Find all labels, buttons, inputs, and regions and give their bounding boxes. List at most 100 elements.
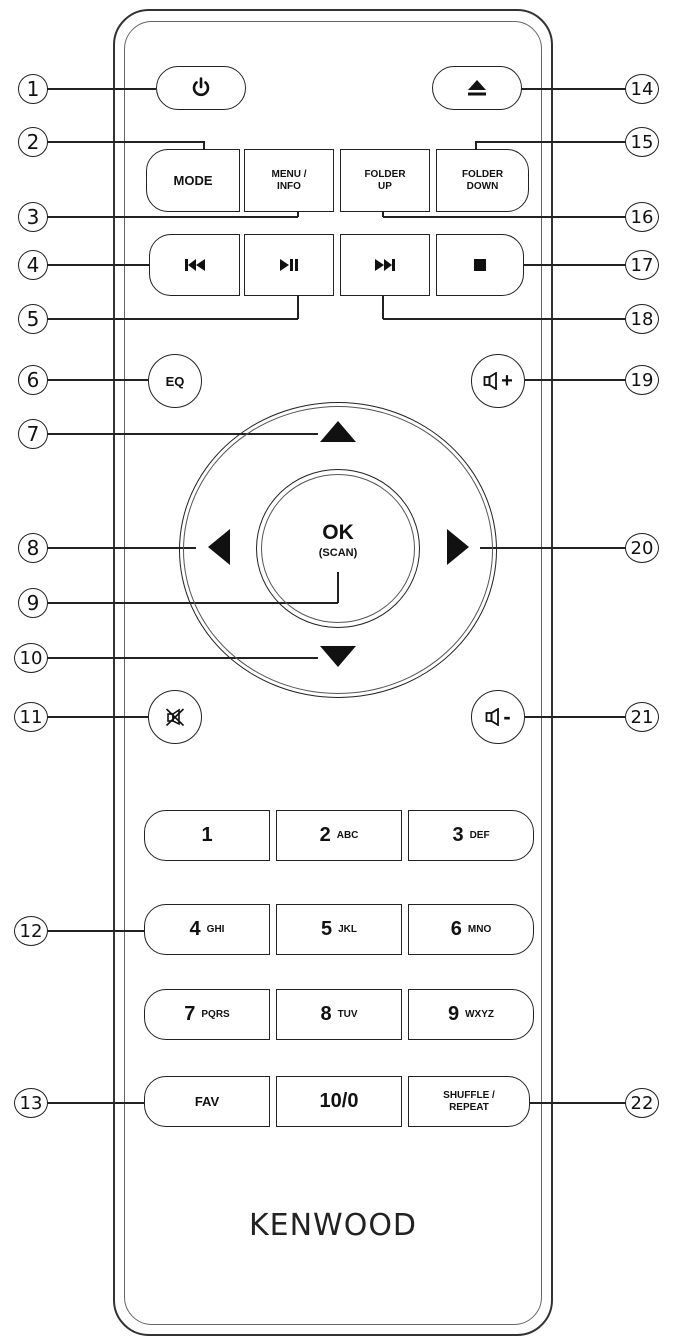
key-1-button[interactable]: 1 [144, 810, 270, 861]
key-7-digit: 7 [184, 1003, 196, 1025]
callout-line-18 [383, 318, 627, 320]
callout-line-6 [46, 379, 148, 381]
scan-label: (SCAN) [318, 547, 358, 559]
key-4-digit: 4 [189, 918, 201, 940]
callout-number: 18 [625, 304, 659, 334]
callout-line-7 [46, 433, 318, 435]
ok-scan-button-inner-ring [261, 474, 415, 623]
callout-line-14 [515, 88, 627, 90]
remote-body-inner-outline [124, 21, 542, 1325]
key-7-letters: PQRS [201, 1009, 230, 1020]
shuffle-repeat-button[interactable]: SHUFFLE / REPEAT [408, 1076, 530, 1127]
folder-up-line1: FOLDER [364, 168, 406, 180]
key-2-button[interactable]: 2 ABC [276, 810, 402, 861]
mute-icon [165, 708, 185, 727]
shuffle-repeat-line1: SHUFFLE / [443, 1089, 495, 1101]
key-9-button[interactable]: 9 WXYZ [408, 989, 534, 1040]
menu-info-button[interactable]: MENU / INFO [244, 149, 334, 212]
callout-number: 15 [625, 127, 659, 157]
previous-button[interactable] [149, 234, 240, 296]
eq-button[interactable]: EQ [148, 354, 202, 408]
skip-previous-icon [184, 259, 205, 271]
callout-line-5-v [297, 294, 299, 319]
folder-up-button[interactable]: FOLDER UP [340, 149, 430, 212]
left-arrow-icon[interactable] [208, 529, 230, 565]
navigation-ring-inner [183, 406, 493, 694]
callout-number: 20 [625, 533, 659, 563]
volume-up-button[interactable]: + [471, 354, 525, 408]
menu-info-line2: INFO [277, 180, 301, 192]
power-button[interactable] [156, 66, 246, 110]
brand-logo: KENWOOD [248, 1208, 418, 1243]
mute-button[interactable] [148, 690, 202, 744]
callout-line-21 [525, 716, 627, 718]
callout-number: 16 [625, 202, 659, 232]
callout-number: 19 [625, 365, 659, 395]
remote-body-outline [113, 9, 553, 1336]
key-6-button[interactable]: 6 MNO [408, 904, 534, 955]
key-8-letters: TUV [337, 1009, 358, 1020]
key-10-0-button[interactable]: 10/0 [276, 1076, 402, 1127]
key-8-button[interactable]: 8 TUV [276, 989, 402, 1040]
key-8-digit: 8 [320, 1003, 332, 1025]
key-6-digit: 6 [450, 918, 462, 940]
folder-down-line2: DOWN [466, 180, 499, 192]
key-4-button[interactable]: 4 GHI [144, 904, 270, 955]
callout-line-17 [521, 264, 627, 266]
callout-line-3 [46, 216, 298, 218]
callout-number: 5 [18, 304, 48, 334]
eject-button[interactable] [432, 66, 522, 110]
key-7-button[interactable]: 7 PQRS [144, 989, 270, 1040]
callout-line-11 [46, 716, 148, 718]
key-2-digit: 2 [319, 824, 331, 846]
callout-number: 8 [18, 533, 48, 563]
right-arrow-icon[interactable] [447, 529, 469, 565]
power-icon [192, 77, 210, 97]
speaker-icon [485, 708, 500, 726]
fav-button[interactable]: FAV [144, 1076, 270, 1127]
callout-line-22 [530, 1102, 627, 1104]
callout-line-16 [383, 216, 627, 218]
down-arrow-icon[interactable] [320, 646, 356, 667]
navigation-ring[interactable] [179, 402, 497, 698]
callout-line-19 [525, 379, 627, 381]
folder-down-line1: FOLDER [461, 168, 504, 180]
callout-line-12 [46, 930, 144, 932]
stop-icon [474, 259, 486, 271]
callout-line-4 [46, 264, 149, 266]
stop-button[interactable] [436, 234, 524, 296]
callout-number: 22 [625, 1088, 659, 1118]
callout-line-18-v [382, 294, 384, 319]
callout-line-1 [46, 88, 156, 90]
callout-number: 6 [18, 365, 48, 395]
key-9-letters: WXYZ [465, 1009, 494, 1020]
callout-line-10 [46, 657, 318, 659]
ok-scan-button[interactable] [256, 469, 420, 628]
folder-down-button[interactable]: FOLDER DOWN [436, 149, 529, 212]
up-arrow-icon[interactable] [320, 421, 356, 442]
callout-number: 17 [625, 250, 659, 280]
mode-button[interactable]: MODE [146, 149, 240, 212]
key-9-digit: 9 [447, 1003, 460, 1025]
key-3-letters: DEF [469, 830, 490, 841]
callout-number: 1 [18, 74, 48, 104]
menu-info-line1: MENU / [271, 168, 307, 180]
key-6-letters: MNO [467, 924, 492, 935]
key-1-digit: 1 [201, 824, 213, 846]
callout-number: 14 [625, 74, 659, 104]
ok-label: OK [322, 521, 354, 544]
play-pause-icon [280, 259, 298, 271]
key-4-letters: GHI [206, 924, 225, 935]
callout-number: 2 [18, 127, 48, 157]
volume-down-button[interactable]: - [471, 690, 525, 744]
key-2-letters: ABC [336, 830, 359, 841]
next-button[interactable] [340, 234, 430, 296]
callout-line-13 [46, 1102, 144, 1104]
play-pause-button[interactable] [244, 234, 334, 296]
callout-number: 10 [14, 643, 48, 673]
callout-line-5 [46, 318, 298, 320]
key-5-digit: 5 [320, 918, 333, 940]
callout-number: 11 [14, 702, 48, 732]
